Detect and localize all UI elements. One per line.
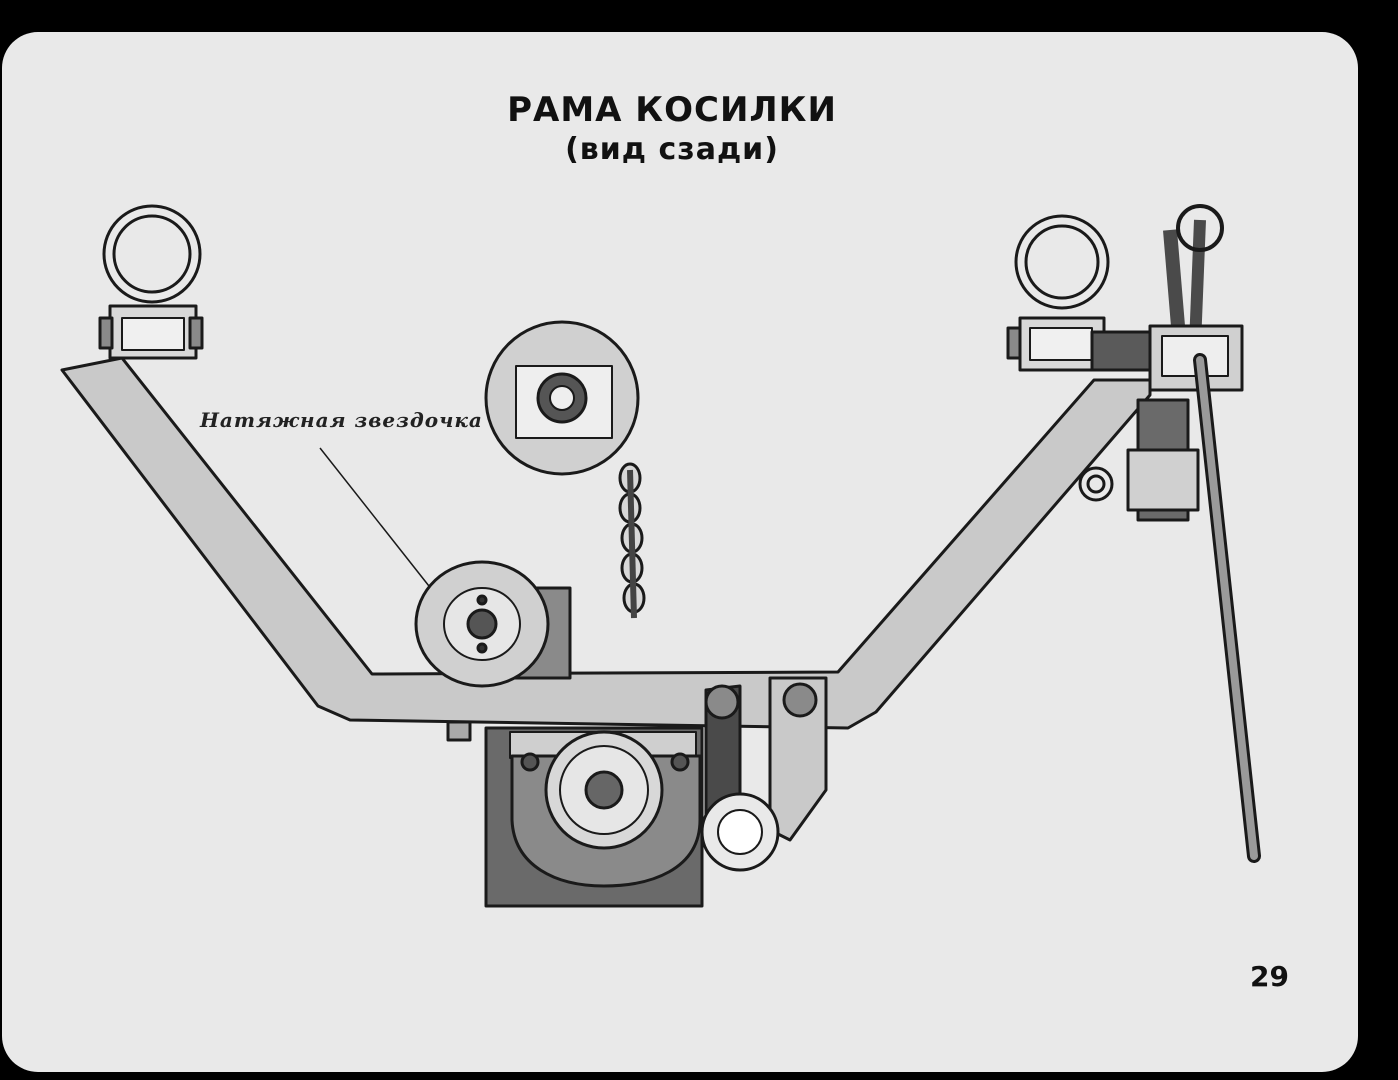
linkage-arm <box>700 676 828 872</box>
diagram-subtitle: (вид сзади) <box>565 132 779 167</box>
drive-sprocket-disk <box>484 320 640 476</box>
spring-assembly <box>1078 204 1261 863</box>
diagram-title: РАМА КОСИЛКИ <box>507 90 837 130</box>
tension-sprocket <box>414 560 572 688</box>
leader-line <box>319 447 441 601</box>
left-hitch-ring <box>98 204 204 360</box>
right-hitch-ring <box>1006 214 1154 372</box>
gearbox-housing <box>446 720 704 908</box>
roller-chain <box>618 462 646 619</box>
label-tension-sprocket: Натяжная звездочка <box>200 408 483 432</box>
page-number: 29 <box>1250 960 1289 993</box>
